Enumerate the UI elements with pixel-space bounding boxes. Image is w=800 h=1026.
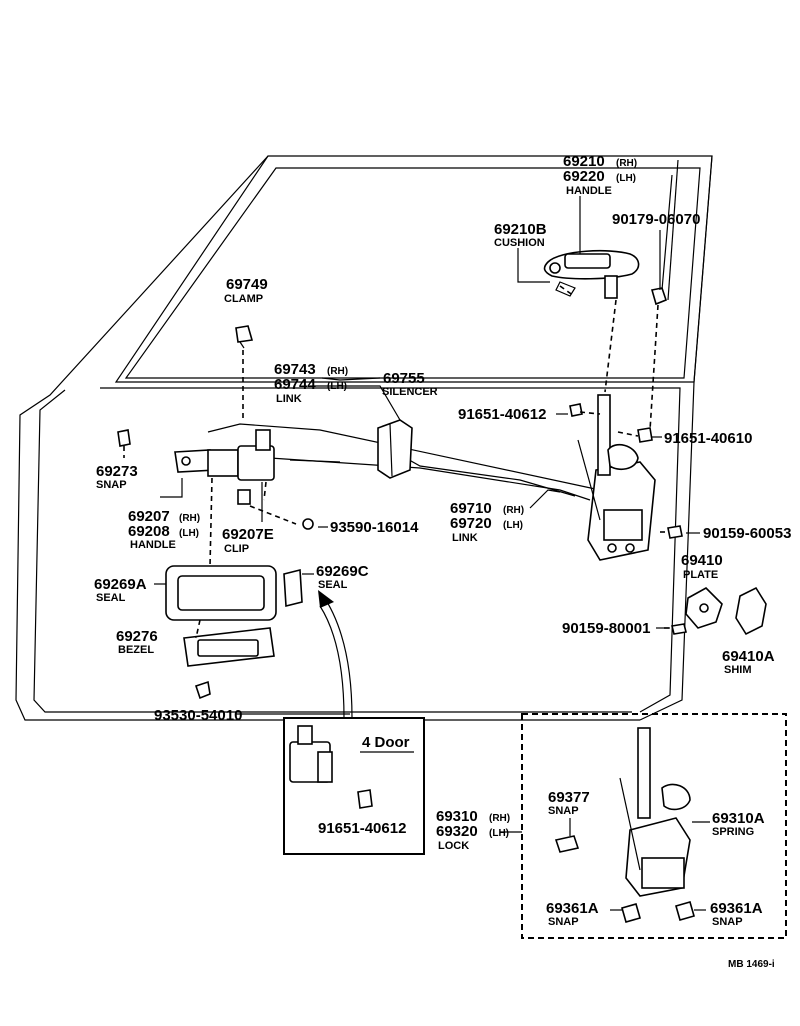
inset-arrow	[318, 590, 353, 719]
label-93530-54010: 93530-54010	[154, 707, 242, 724]
label-69220-side: (LH)	[616, 173, 636, 184]
label-90159-60053: 90159-60053	[703, 525, 791, 542]
label-link-upper: LINK	[276, 393, 302, 405]
label-69208-side: (LH)	[179, 528, 199, 539]
label-91651-40612-main: 91651-40612	[458, 406, 546, 423]
label-93590-16014: 93590-16014	[330, 519, 419, 536]
label-90159-80001: 90159-80001	[562, 620, 650, 637]
label-91651-40612-inset: 91651-40612	[318, 820, 406, 837]
label-69320: 69320	[436, 823, 478, 840]
label-69744: 69744	[274, 376, 316, 393]
label-clip: CLIP	[224, 543, 249, 555]
label-snap-69377: SNAP	[548, 805, 579, 817]
screw-93530	[194, 680, 211, 700]
label-69310a: 69310A	[712, 810, 765, 827]
bezel	[183, 627, 275, 667]
label-snap-69361a-left: SNAP	[548, 916, 579, 928]
label-69361a-left: 69361A	[546, 900, 599, 917]
label-69743: 69743	[274, 361, 316, 378]
label-69210-side: (RH)	[616, 158, 637, 169]
label-lock: LOCK	[438, 840, 469, 852]
label-69273: 69273	[96, 463, 138, 480]
label-69207e: 69207E	[222, 526, 274, 543]
label-plate: PLATE	[683, 569, 718, 581]
label-69410a: 69410A	[722, 648, 775, 665]
label-69361a-right: 69361A	[710, 900, 763, 917]
label-69710: 69710	[450, 500, 492, 517]
label-69320-side: (LH)	[489, 828, 509, 839]
label-spring: SPRING	[712, 826, 754, 838]
label-link-lower: LINK	[452, 532, 478, 544]
label-69755: 69755	[383, 370, 425, 387]
label-91651-40610: 91651-40610	[664, 430, 752, 447]
door-panel-outline	[15, 155, 713, 721]
label-shim: SHIM	[724, 664, 752, 676]
inset-four-door	[283, 717, 425, 855]
label-snap-69273: SNAP	[96, 479, 127, 491]
label-69744-side: (LH)	[327, 381, 347, 392]
part-labels: 69210 (RH) 69220 (LH) HANDLE 69210B CUSH…	[94, 153, 791, 970]
shim	[735, 586, 767, 636]
label-69749: 69749	[226, 276, 268, 293]
label-69269a: 69269A	[94, 576, 147, 593]
label-69720: 69720	[450, 515, 492, 532]
label-69210: 69210	[563, 153, 605, 170]
label-69377: 69377	[548, 789, 590, 806]
label-69276: 69276	[116, 628, 158, 645]
label-four-door: 4 Door	[362, 734, 410, 751]
label-bezel: BEZEL	[118, 644, 154, 656]
leader-lines	[154, 159, 700, 833]
lock-striker-plate	[671, 587, 723, 635]
silencer	[377, 419, 413, 479]
outside-handle	[543, 249, 667, 306]
label-69410: 69410	[681, 552, 723, 569]
label-handle-inner: HANDLE	[130, 539, 176, 551]
label-handle-outer: HANDLE	[566, 185, 612, 197]
inside-handle	[117, 429, 341, 530]
inset-lock-detail	[521, 713, 787, 939]
label-seal-a: SEAL	[96, 592, 126, 604]
label-69207: 69207	[128, 508, 170, 525]
seal-69269c	[283, 568, 303, 608]
label-snap-69361a-right: SNAP	[712, 916, 743, 928]
door-lock-assembly	[569, 394, 683, 561]
label-clamp: CLAMP	[224, 293, 263, 305]
label-silencer: SILENCER	[382, 386, 438, 398]
label-69720-side: (LH)	[503, 520, 523, 531]
label-69310-side: (RH)	[489, 813, 510, 824]
label-cushion: CUSHION	[494, 237, 545, 249]
label-69710-side: (RH)	[503, 505, 524, 516]
label-69269c: 69269C	[316, 563, 369, 580]
label-69207-side: (RH)	[179, 513, 200, 524]
seal-69269a	[165, 565, 277, 621]
label-69210b: 69210B	[494, 221, 547, 238]
figure-code: MB 1469-i	[728, 959, 775, 970]
clamp	[235, 325, 254, 349]
label-69310: 69310	[436, 808, 478, 825]
label-seal-c: SEAL	[318, 579, 348, 591]
label-69220: 69220	[563, 168, 605, 185]
label-69743-side: (RH)	[327, 366, 348, 377]
label-69208: 69208	[128, 523, 170, 540]
label-90179-06070: 90179-06070	[612, 211, 700, 228]
